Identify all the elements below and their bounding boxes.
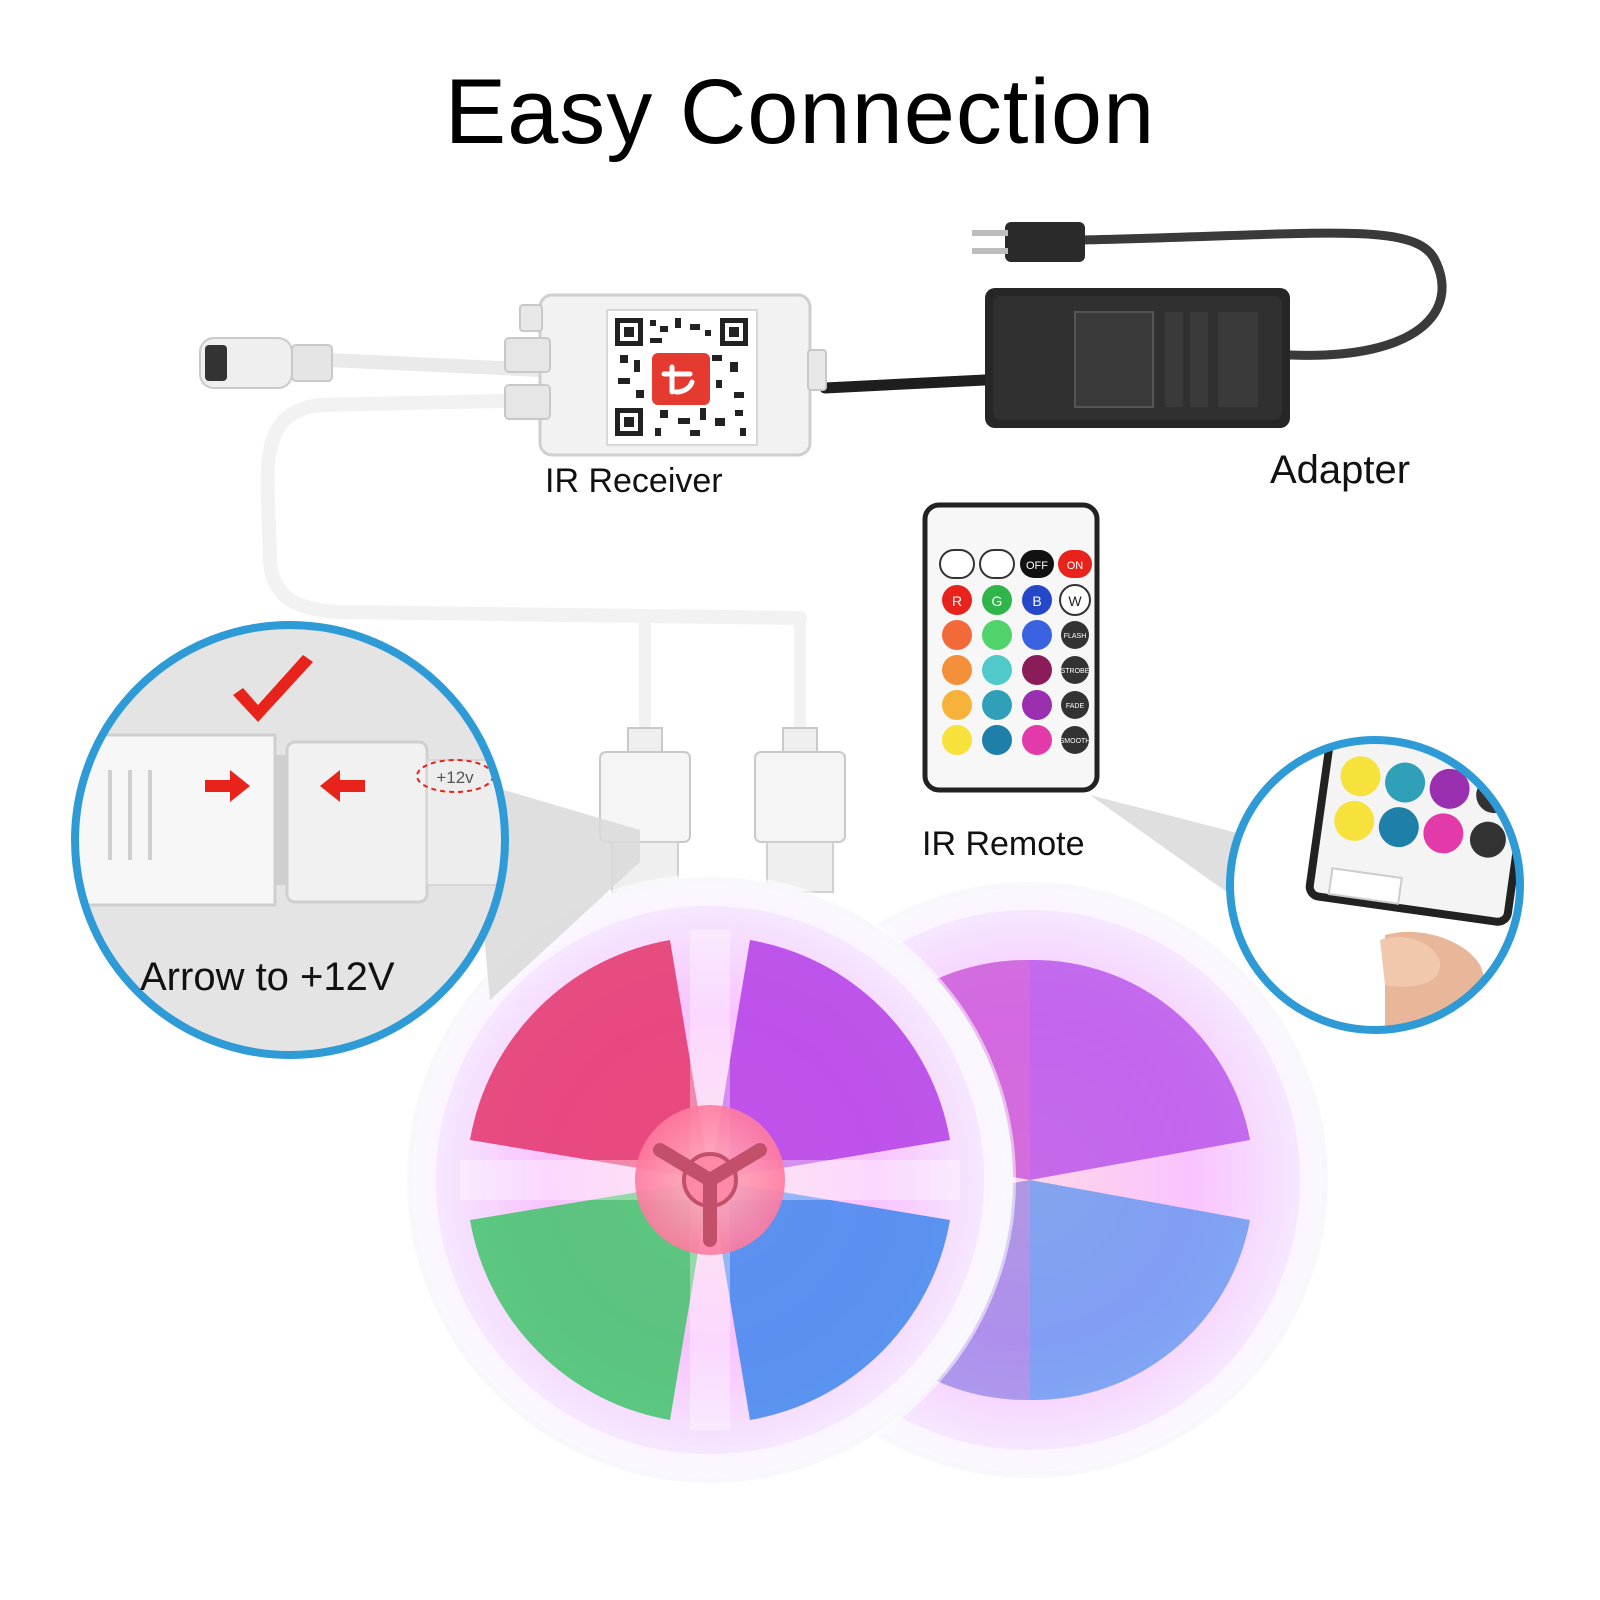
remote-flash-key: FLASH [1064, 633, 1087, 640]
remote-r-key: R [952, 593, 962, 609]
remote-off-key: OFF [1026, 560, 1048, 572]
ir-receiver-label: IR Receiver [545, 462, 723, 500]
right-arrow-icon [205, 770, 250, 802]
remote-strobe-key: STROBE [1061, 668, 1090, 675]
tuya-logo-icon [652, 353, 710, 405]
remote-on-key: ON [1067, 560, 1084, 572]
remote-smooth-key: SMOOTH [1060, 738, 1091, 745]
callout-left-ring [71, 621, 509, 1059]
callout-left-pointer [470, 780, 640, 1000]
remote-g-key: G [992, 593, 1003, 609]
arrow-to-12v-label: Arrow to +12V [140, 955, 395, 999]
ir-remote-label: IR Remote [922, 825, 1085, 863]
callout-remote-detail [1226, 736, 1524, 1034]
adapter-label: Adapter [1270, 448, 1411, 492]
qr-code-icon [615, 318, 748, 436]
remote-b-key: B [1032, 593, 1041, 609]
strip-connectors [599, 727, 846, 893]
callout-right-ring [1226, 736, 1524, 1034]
led-reel-front [404, 874, 1016, 1486]
callout-connector-detail: +12v [71, 621, 509, 1059]
ir-remote: OFF ON R G B W FLASH STROBE FADE SMOOTH [922, 502, 1100, 793]
dc-jack [199, 337, 333, 389]
plus12v-mark: +12v [436, 768, 474, 787]
adapter-brick [985, 288, 1290, 428]
wall-plug [972, 222, 1085, 262]
check-mark-icon [233, 655, 313, 722]
ir-receiver-box [504, 293, 827, 457]
left-arrow-icon [320, 770, 365, 802]
remote-w-key: W [1068, 593, 1082, 609]
remote-fade-key: FADE [1066, 703, 1085, 710]
callout-right-pointer [1090, 795, 1245, 905]
page-title: Easy Connection [444, 61, 1156, 163]
